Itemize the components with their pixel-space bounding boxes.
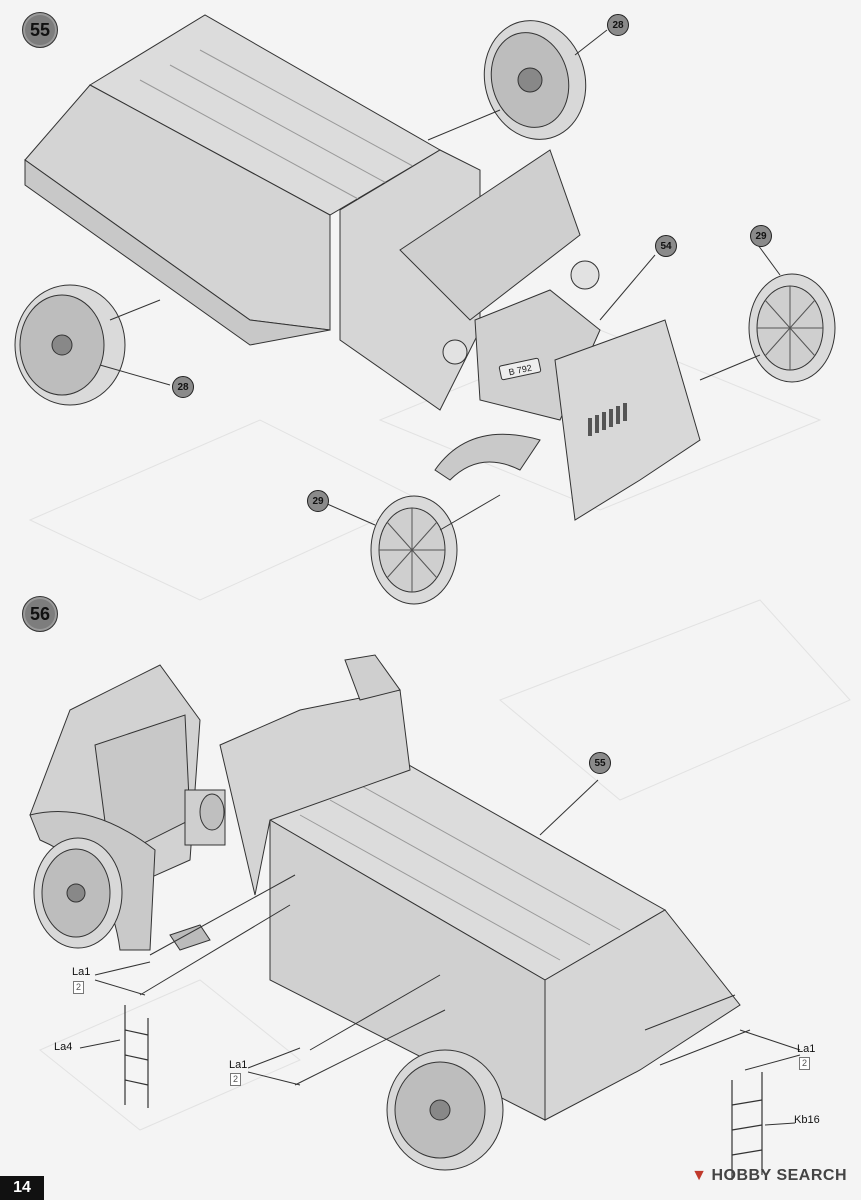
ladders [124,1005,763,1180]
callout-part-29-right: 29 [750,225,772,247]
page-number: 14 [0,1176,44,1200]
part-qty-la1-left: 2 [73,981,85,994]
step56-vehicle [29,654,741,1121]
step-badge-55: 55 [22,12,58,48]
step55-vehicle [24,14,701,521]
callout-part-54: 54 [655,235,677,257]
part-label-la1-left: La1 [72,966,91,978]
hobbysearch-logo-icon: ▼ [691,1167,708,1184]
part-label-la4: La4 [54,1041,73,1053]
part-label-la1-mid: La1 [229,1059,248,1071]
watermark-text: HOBBY SEARCH [711,1167,847,1184]
step55-wheels [14,20,836,605]
part-label-la1-right: La1 [797,1043,816,1055]
callout-part-28-left: 28 [172,376,194,398]
part-qty-la1-right: 2 [799,1057,811,1070]
step56-wheels [33,837,504,1171]
part-qty-la1-mid: 2 [230,1073,242,1086]
callout-part-28-top: 28 [607,14,629,36]
step-badge-56: 56 [22,596,58,632]
callout-part-55: 55 [589,752,611,774]
part-label-kb16: Kb16 [794,1114,820,1126]
watermark: ▼ HOBBY SEARCH [691,1167,847,1185]
vehicle-plate: B 792 [508,363,533,378]
callout-part-29-bottom: 29 [307,490,329,512]
